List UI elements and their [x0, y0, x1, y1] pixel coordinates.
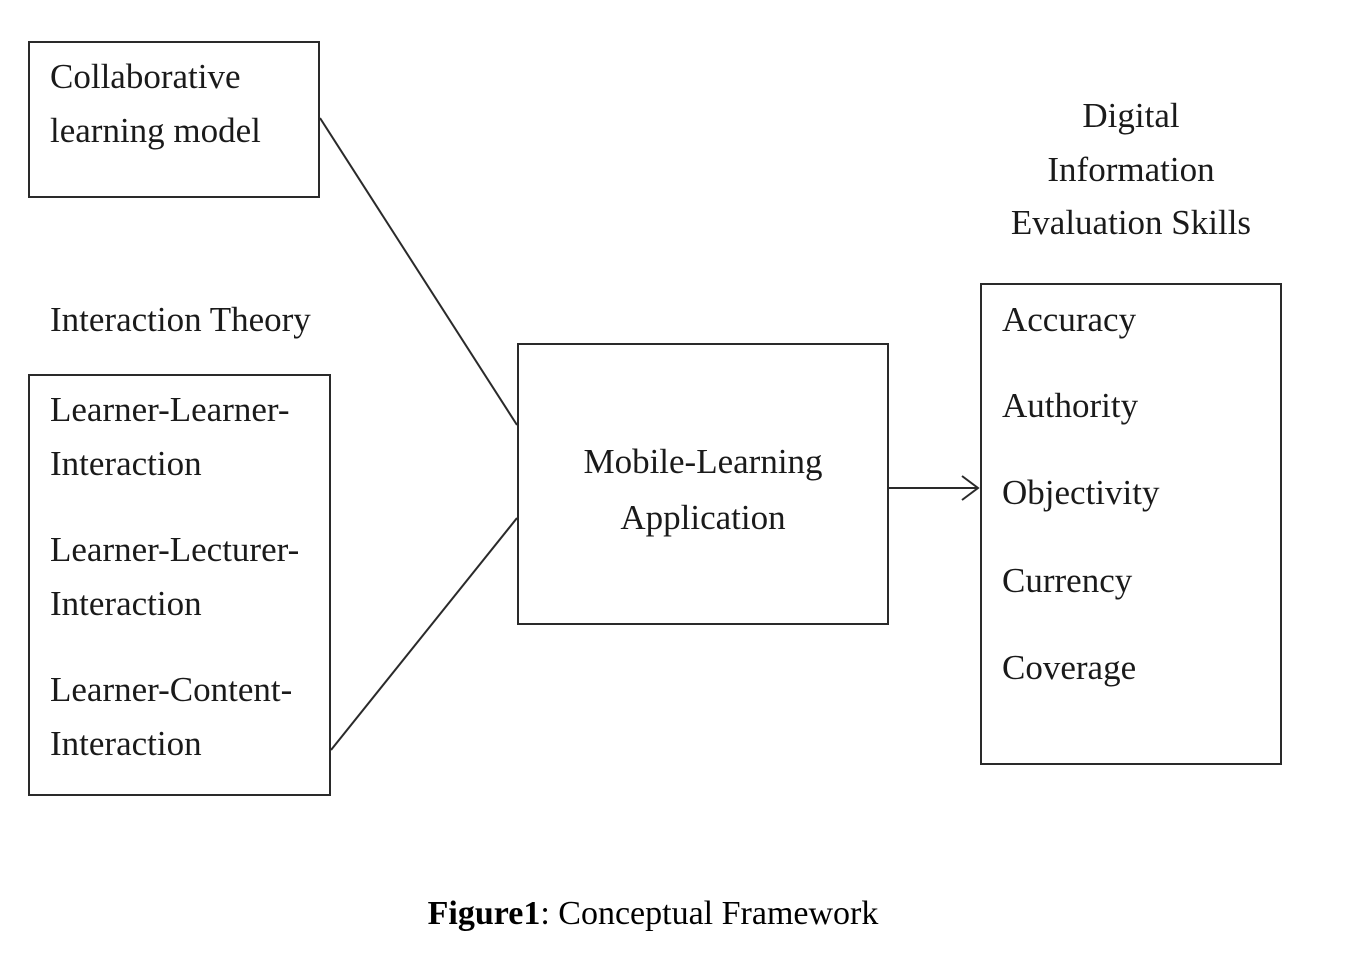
skill-item-objectivity: Objectivity	[1002, 473, 1160, 512]
skill-item-currency: Currency	[1002, 561, 1133, 600]
mobile-learning-label-line-2: Application	[620, 498, 786, 537]
interaction-theory-box	[28, 374, 331, 796]
evaluation-skills-box	[980, 283, 1282, 765]
collaborative-label-line-2: learning model	[50, 111, 261, 150]
figure-caption-label: Figure1	[427, 895, 541, 932]
mobile-learning-box	[517, 343, 889, 625]
collaborative-learning-box	[28, 41, 320, 198]
interaction-item-learner-learner-line-1: Learner-Learner-	[50, 390, 290, 429]
interaction-item-learner-content-line-1: Learner-Content-	[50, 670, 293, 709]
interaction-item-learner-lecturer-line-2: Interaction	[50, 584, 202, 623]
interaction-item-learner-lecturer-line-1: Learner-Lecturer-	[50, 530, 300, 569]
skill-item-accuracy: Accuracy	[1002, 300, 1137, 339]
skills-heading-line-2: Information	[1047, 150, 1215, 189]
mobile-learning-label-line-1: Mobile-Learning	[583, 442, 823, 481]
connector-interaction-to-mobile	[330, 517, 518, 751]
figure-caption: Figure1: Conceptual Framework	[0, 892, 1306, 936]
arrow-head-icon	[961, 475, 980, 501]
interaction-item-learner-content-line-2: Interaction	[50, 724, 202, 763]
connector-collaborative-to-mobile	[319, 117, 518, 426]
skills-heading-line-1: Digital	[1082, 96, 1180, 135]
collaborative-label-line-1: Collaborative	[50, 57, 241, 96]
skill-item-coverage: Coverage	[1002, 648, 1137, 687]
figure-caption-text: : Conceptual Framework	[540, 895, 879, 932]
interaction-theory-heading: Interaction Theory	[50, 300, 311, 339]
interaction-item-learner-learner-line-2: Interaction	[50, 444, 202, 483]
skill-item-authority: Authority	[1002, 386, 1139, 425]
skills-heading-line-3: Evaluation Skills	[1010, 203, 1252, 242]
